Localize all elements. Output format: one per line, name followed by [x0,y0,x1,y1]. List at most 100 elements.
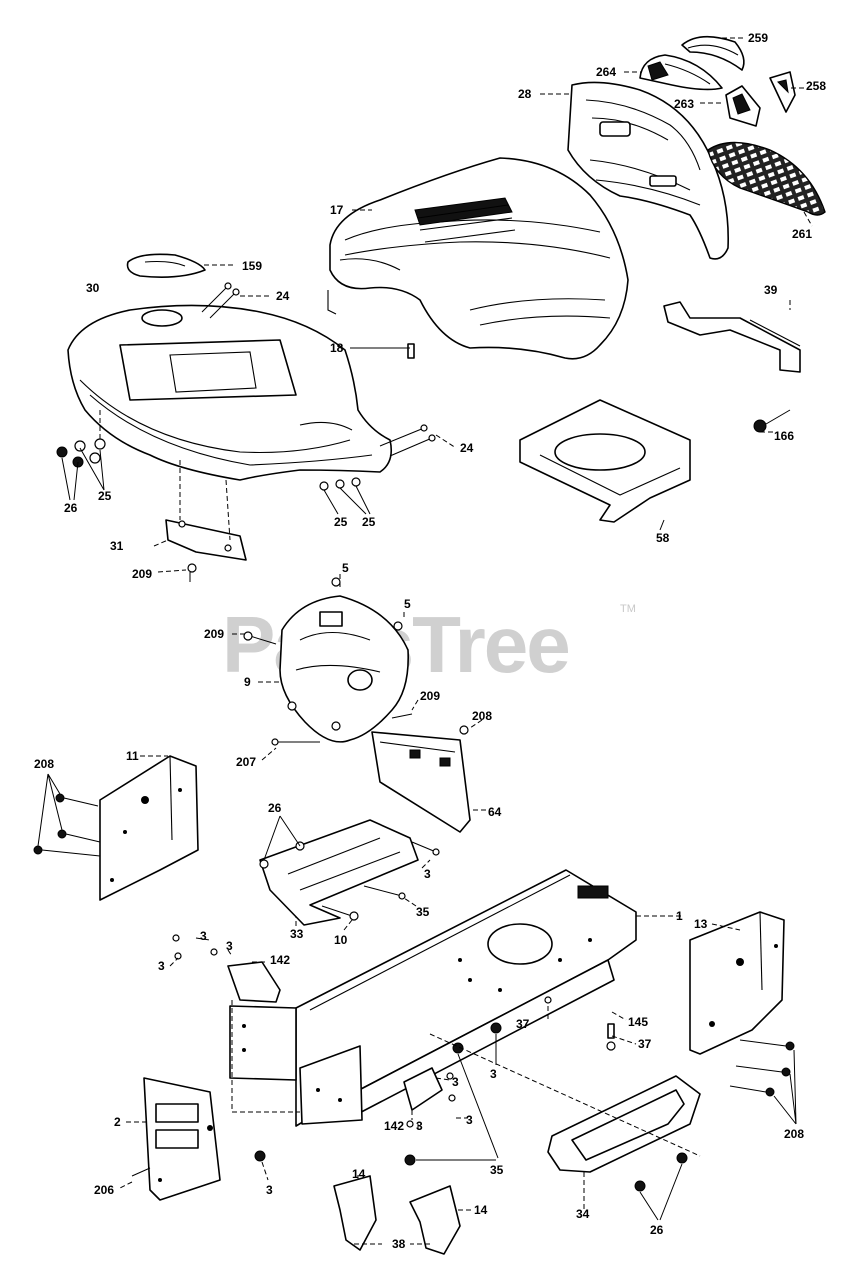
part-35-bolts [404,1042,464,1166]
callout-37-b: 37 [638,1037,652,1051]
callout-206: 206 [94,1183,114,1197]
callout-3-h: 3 [466,1113,473,1127]
callout-5-a: 5 [342,561,349,575]
part-206-bolt [131,1167,151,1177]
callout-264: 264 [596,65,616,79]
callout-11: 11 [126,749,139,763]
part-209-bolts [243,631,413,719]
callout-26-center: 26 [268,801,282,815]
callout-28: 28 [518,87,532,101]
part-31-bracket [165,519,247,561]
part-13-side-plate-right [689,911,785,1055]
callout-14-a: 14 [352,1167,366,1181]
callout-145: 145 [628,1015,648,1029]
callout-25-left: 25 [98,489,112,503]
part-30-fender [67,304,393,481]
part-142-lower-bracket [403,1067,456,1128]
part-159-emblem [126,253,206,278]
part-208-bolts-right [729,1039,795,1097]
callout-14-b: 14 [474,1203,488,1217]
part-34-footrest [547,1075,701,1192]
callout-3-f: 3 [452,1075,459,1089]
callout-26-left: 26 [64,501,78,515]
part-258-lens [769,71,796,113]
part-64-bracket [371,725,471,833]
part-33-cross-frame [259,819,419,926]
callout-207: 207 [236,755,256,769]
part-58-dash-panel [519,399,691,523]
callout-209-c: 209 [420,689,440,703]
callout-38: 38 [392,1237,406,1251]
part-3-bolt-front [254,1150,266,1162]
part-142-bracket [172,934,281,1003]
callout-25-right-b: 25 [362,515,376,529]
callout-24-lower: 24 [460,441,474,455]
callout-labels: 259 264 258 28 263 17 261 159 24 30 39 1… [34,31,826,1251]
callout-30: 30 [86,281,100,295]
part-263-housing [725,85,761,127]
callout-3-e: 3 [490,1067,497,1081]
callout-64: 64 [488,805,502,819]
callout-3-g: 3 [416,1119,423,1133]
callout-18: 18 [330,341,344,355]
part-209-bolt-a [187,563,197,582]
part-24-bolts-lower [379,424,436,457]
callout-166: 166 [774,429,794,443]
callout-33: 33 [290,927,304,941]
callout-58: 58 [656,531,670,545]
part-18-clip [327,290,415,359]
callout-209-a: 209 [132,567,152,581]
callout-24-upper: 24 [276,289,290,303]
leader-lines [37,37,813,1245]
callout-17: 17 [330,203,344,217]
part-208-bolts-left [33,793,101,857]
part-39-bracket [663,301,801,373]
callout-3-b: 3 [200,929,207,943]
callout-259: 259 [748,31,768,45]
callout-263: 263 [674,97,694,111]
callout-261: 261 [792,227,812,241]
part-259-lens [681,35,745,71]
part-2-front-bracket [143,1077,221,1201]
callout-2: 2 [114,1115,121,1129]
part-24-bolts-upper [201,282,240,319]
part-bolts-33 [321,841,440,921]
callout-25-right-a: 25 [334,515,348,529]
part-25-26-nuts-left [56,438,106,468]
watermark-trademark: TM [620,603,636,615]
part-264-headlight [639,54,723,91]
callout-3-a: 3 [424,867,431,881]
callout-34: 34 [576,1207,590,1221]
callout-31: 31 [110,539,124,553]
callout-208-right: 208 [784,1127,804,1141]
part-207-bolt [271,738,320,746]
callout-3-c: 3 [226,939,233,953]
part-14-38-brackets [333,1175,461,1255]
callout-37-a: 37 [516,1017,530,1031]
callout-9: 9 [244,675,251,689]
callout-13: 13 [694,917,708,931]
callout-10: 10 [334,933,348,947]
callout-209-b: 209 [204,627,224,641]
part-28-front-panel [567,81,729,260]
callout-26-lower: 26 [650,1223,664,1237]
part-17-hood [329,157,629,360]
callout-35-a: 35 [416,905,430,919]
callout-1: 1 [676,909,683,923]
callout-35-b: 35 [490,1163,504,1177]
part-9-dash-support [279,595,409,743]
callout-208-left: 208 [34,757,54,771]
part-37-145 [544,996,616,1051]
callout-142-lower: 142 [384,1119,404,1133]
part-3-bolt-center [490,1022,502,1060]
callout-258: 258 [806,79,826,93]
callout-5-b: 5 [404,597,411,611]
callout-3-i: 3 [266,1183,273,1197]
callout-159: 159 [242,259,262,273]
callout-208-center: 208 [472,709,492,723]
frame-rails [229,1005,363,1125]
callout-142-upper: 142 [270,953,290,967]
part-261-grille [707,141,826,216]
callout-39: 39 [764,283,778,297]
